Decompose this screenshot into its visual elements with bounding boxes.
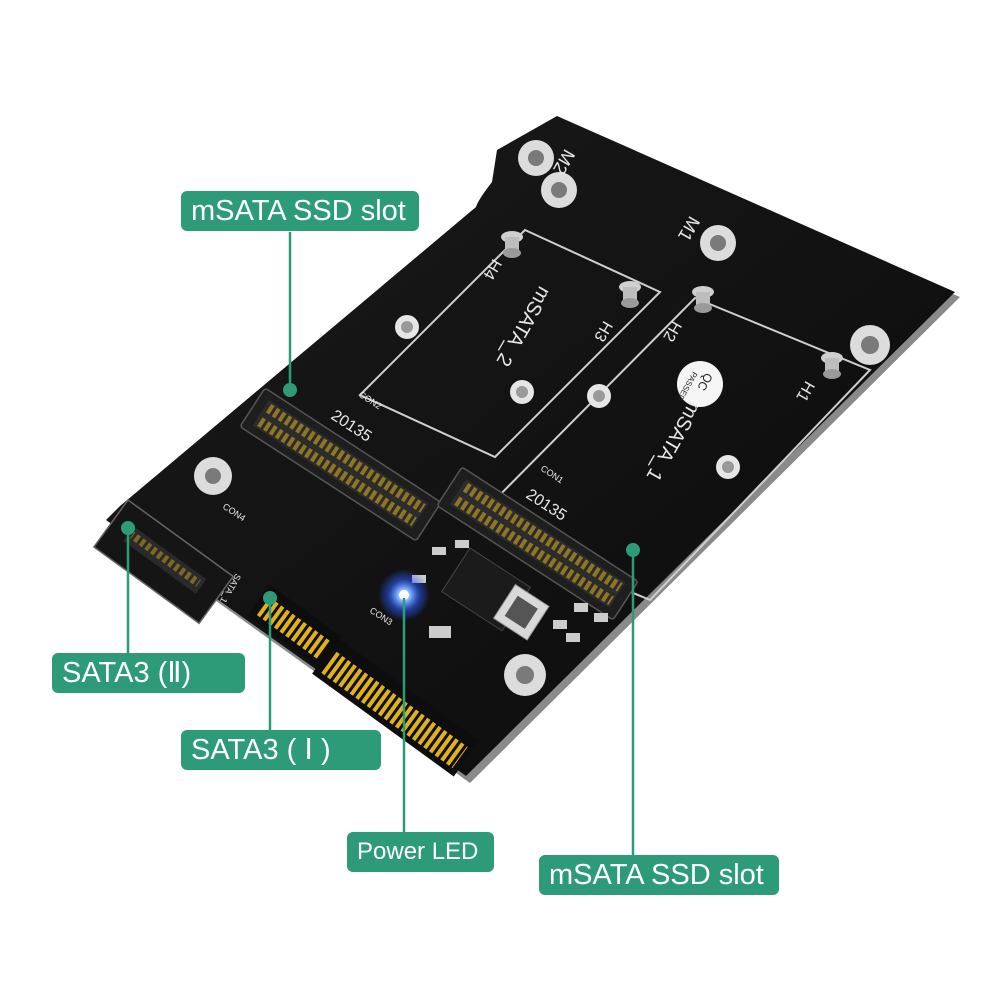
bay-outline-1 (468, 296, 872, 602)
msata-connector-1 (437, 467, 638, 620)
leader-lines (121, 232, 640, 857)
callout-msata-slot-top: mSATA SSD slot (181, 191, 419, 231)
callout-power-led: Power LED (347, 832, 494, 872)
mounting-holes (194, 140, 890, 696)
pcb-board (106, 116, 955, 776)
callout-sata3-i: SATA3 ( Ⅰ ) (181, 730, 381, 770)
qc-sticker (677, 361, 723, 407)
msata-connector-2 (240, 388, 441, 541)
voltage-regulator (440, 547, 550, 641)
standoff-screws (501, 231, 843, 379)
callout-msata-slot-bottom: mSATA SSD slot (539, 855, 779, 895)
sata-power-pins (312, 638, 480, 777)
callout-sata3-ii: SATA3 (Ⅱ) (52, 653, 245, 693)
power-led (378, 569, 430, 621)
bay-outline-2 (358, 228, 662, 459)
